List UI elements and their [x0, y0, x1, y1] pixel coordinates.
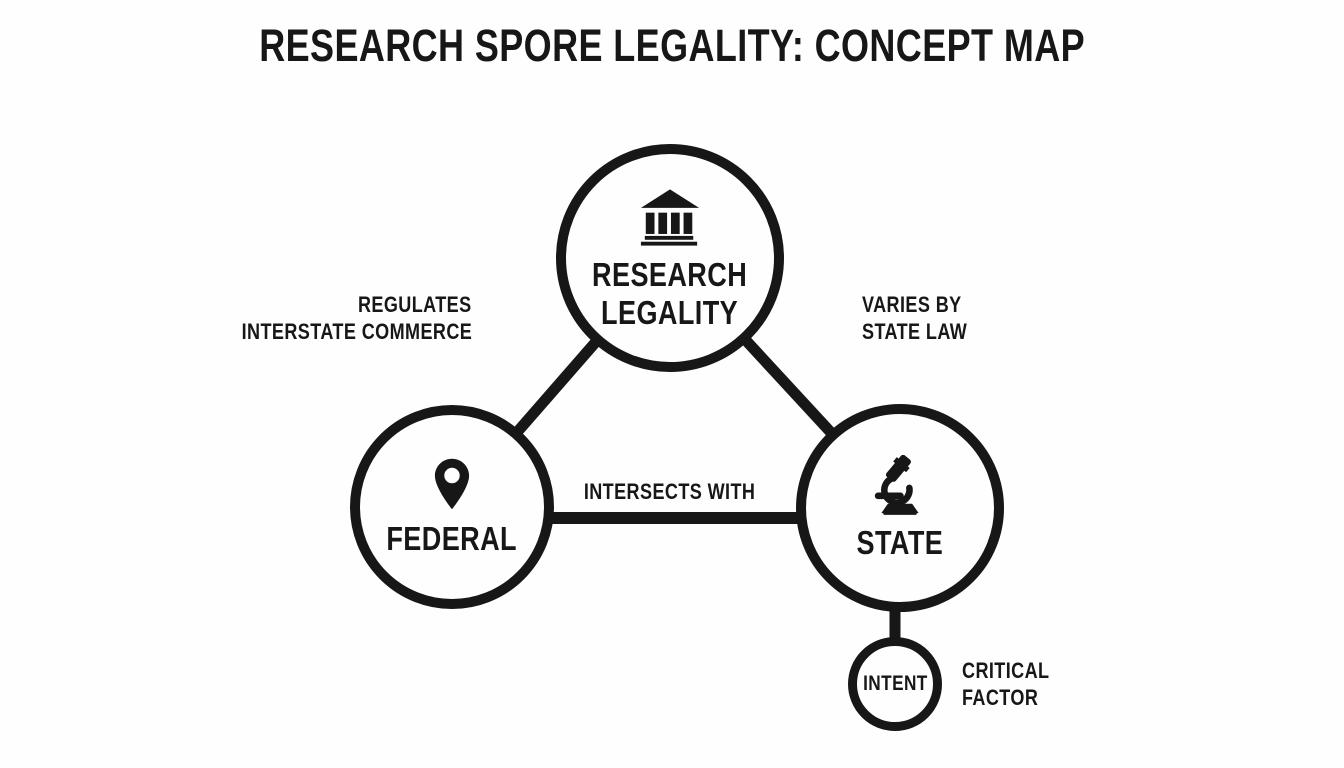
annotation-intersects-with: INTERSECTS WITH — [538, 478, 802, 505]
edge-research-state — [735, 330, 841, 442]
location-pin-icon — [434, 458, 470, 510]
annotation-regulates-interstate-commerce: REGULATES INTERSTATE COMMERCE — [152, 291, 472, 345]
node-federal-label-text: FEDERAL — [386, 520, 518, 557]
edge-research-federal — [507, 332, 606, 442]
node-research-legality-label-line1: RESEARCH — [592, 255, 748, 293]
node-state-label: STATE — [847, 525, 953, 561]
annotation-regulates-line2: INTERSTATE COMMERCE — [241, 319, 472, 344]
annotation-varies-line2: STATE LAW — [862, 319, 968, 344]
node-federal: FEDERAL — [350, 405, 554, 609]
annotation-varies-line1: VARIES BY — [862, 292, 962, 317]
annotation-critical-line2: FACTOR — [962, 685, 1039, 710]
node-research-legality: RESEARCH LEGALITY — [556, 144, 784, 372]
node-intent-label-text: INTENT — [862, 672, 928, 695]
node-federal-label: FEDERAL — [372, 521, 531, 557]
node-research-legality-label: RESEARCH LEGALITY — [566, 256, 774, 332]
node-state-label-text: STATE — [856, 524, 944, 561]
annotation-intersects-text: INTERSECTS WITH — [584, 479, 756, 504]
node-intent-label: INTENT — [856, 672, 935, 696]
microscope-icon — [874, 455, 919, 515]
node-state: STATE — [796, 404, 1004, 612]
annotation-critical-line1: CRITICAL — [962, 658, 1050, 683]
annotation-critical-factor: CRITICAL FACTOR — [962, 657, 1162, 711]
bank-icon — [640, 188, 700, 246]
node-intent: INTENT — [848, 637, 942, 731]
annotation-varies-by-state-law: VARIES BY STATE LAW — [862, 291, 1102, 345]
page-title: RESEARCH SPORE LEGALITY: CONCEPT MAP — [0, 20, 1344, 72]
page-title-text: RESEARCH SPORE LEGALITY: CONCEPT MAP — [259, 20, 1085, 71]
annotation-regulates-line1: REGULATES — [358, 292, 472, 317]
node-research-legality-label-line2: LEGALITY — [601, 293, 739, 331]
